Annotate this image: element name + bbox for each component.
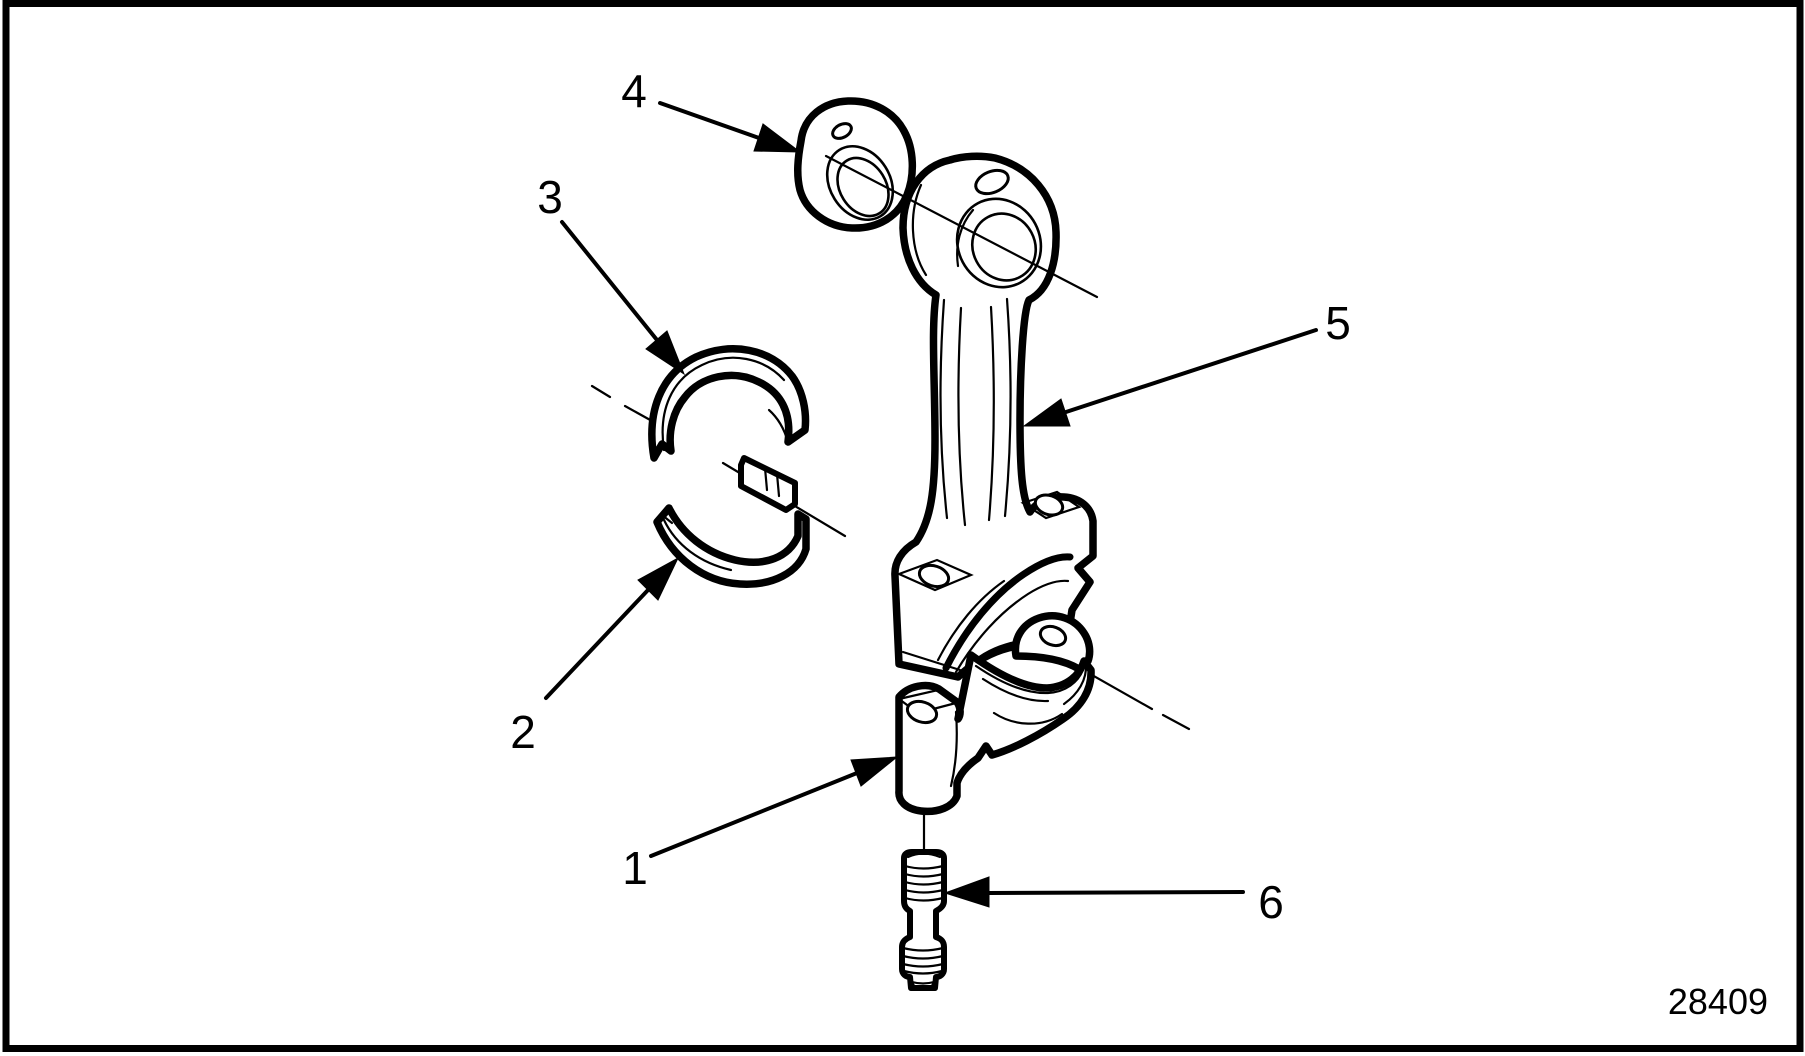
callout-3-arrowhead bbox=[645, 330, 686, 376]
small-end-bushing-drawing bbox=[794, 97, 1099, 299]
figure-number: 28409 bbox=[1668, 981, 1768, 1022]
callout-5: 5 bbox=[1022, 297, 1351, 427]
bearing-cap-drawing bbox=[895, 612, 1095, 816]
rod-right-bolt-hole bbox=[1033, 493, 1065, 517]
bolt-drawing bbox=[899, 849, 947, 991]
callout-4: 4 bbox=[621, 65, 802, 153]
small-end-oil-hole bbox=[974, 168, 1010, 196]
callout-1-label: 1 bbox=[622, 842, 648, 894]
callout-1-arrowhead bbox=[850, 756, 899, 787]
callout-2-label: 2 bbox=[510, 706, 536, 758]
callout-6-arrowhead bbox=[943, 876, 990, 908]
callout-3-label: 3 bbox=[537, 171, 563, 223]
callout-2: 2 bbox=[510, 556, 680, 758]
shell-tab-plate bbox=[738, 455, 798, 513]
callout-6-label: 6 bbox=[1258, 876, 1284, 928]
upper-bearing-shell-drawing bbox=[648, 345, 810, 462]
callout-6: 6 bbox=[943, 876, 1284, 928]
callout-1: 1 bbox=[622, 756, 899, 894]
callout-2-arrowhead bbox=[637, 556, 680, 601]
callout-4-arrowhead bbox=[753, 123, 802, 153]
connecting-rod-drawing bbox=[891, 152, 1097, 681]
callout-3: 3 bbox=[537, 171, 686, 376]
cap-ear-bolt-hole bbox=[1038, 624, 1068, 648]
callout-5-arrowhead bbox=[1022, 398, 1071, 427]
centerlines bbox=[590, 384, 1191, 853]
cap-bolt-hole bbox=[905, 699, 939, 725]
bolt-lower-threads bbox=[901, 946, 945, 975]
bolt-upper-threads bbox=[903, 864, 945, 902]
bushing-oil-hole bbox=[831, 122, 853, 140]
bushing-axis-line bbox=[824, 154, 1099, 299]
callouts: 1 2 3 4 5 bbox=[510, 65, 1351, 928]
rod-left-bolt-hole bbox=[917, 563, 951, 589]
lower-bearing-shell-drawing bbox=[653, 455, 810, 588]
callout-5-label: 5 bbox=[1325, 297, 1351, 349]
callout-4-label: 4 bbox=[621, 65, 647, 117]
